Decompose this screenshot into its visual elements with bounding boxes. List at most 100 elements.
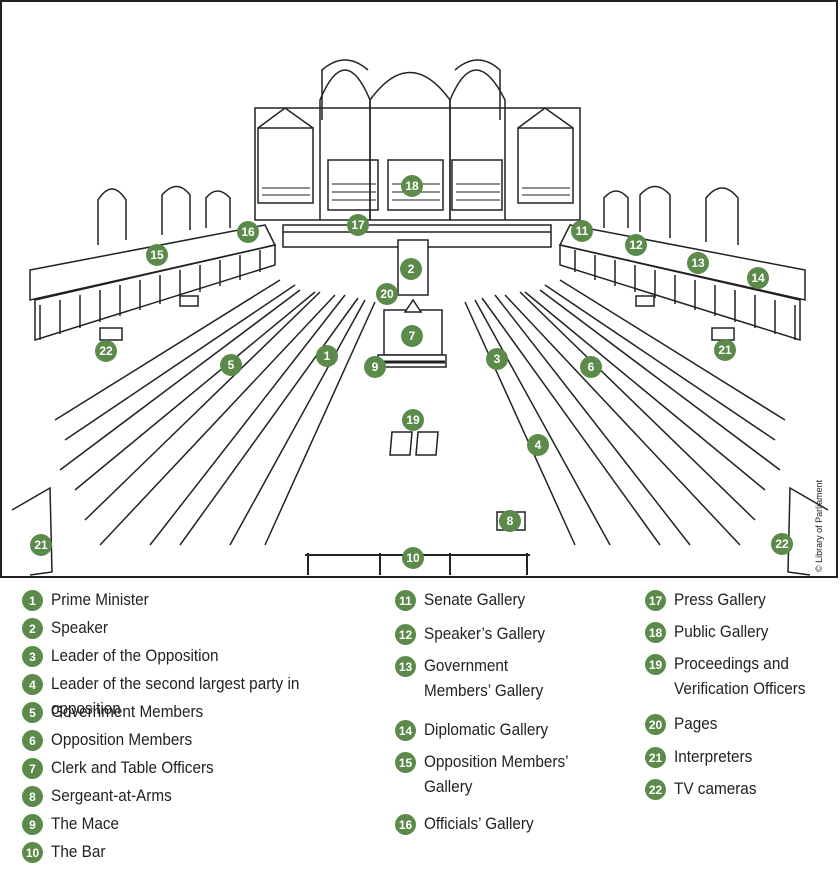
legend-number: 9 [22,814,43,835]
legend-number: 11 [395,590,416,611]
legend-label: Opposition Members’ Gallery [424,752,569,796]
legend-number: 20 [645,714,666,735]
marker-label-17: 17 [351,218,365,232]
marker-label-16: 16 [241,225,255,239]
marker-circle-16 [237,221,259,243]
legend-item: 3 Leader of the Opposition [22,646,237,668]
marker-circle-7 [401,325,423,347]
marker-label-21: 21 [718,343,732,357]
marker-label-22: 22 [775,537,789,551]
marker-label-9: 9 [372,360,379,374]
legend-number: 22 [645,779,666,800]
legend-number: 16 [395,814,416,835]
marker-label-14: 14 [751,271,765,285]
marker-circle-9 [364,356,386,378]
credit-text: © Library of Parliament [814,479,824,572]
legend-label: Clerk and Table Officers [51,758,214,777]
legend-item: 16 Officials’ Gallery [395,814,546,836]
legend-item: 4 Leader of the second largest party in o… [22,674,382,721]
legend-label: Leader of the second largest party in op… [51,674,300,718]
legend-item: 19 Proceedings and Verification Officers [645,654,820,701]
speakers-chair-and-table [368,239,447,368]
marker-label-18: 18 [405,179,419,193]
legend-item: 17 Press Gallery [645,590,776,612]
marker-circle-21 [714,339,736,361]
marker-label-12: 12 [629,238,643,252]
marker-circle-11 [571,220,593,242]
marker-label-15: 15 [150,248,164,262]
legend-label: Government Members’ Gallery [424,656,544,700]
marker-circle-22 [95,340,117,362]
left-side-gallery [29,224,277,342]
marker-label-22: 22 [99,344,113,358]
left-desk-rows [54,279,376,546]
marker-circle-15 [146,244,168,266]
marker-circle-5 [220,354,242,376]
legend-number: 1 [22,590,43,611]
legend-label: Speaker [51,618,108,637]
legend-label: The Bar [51,842,106,861]
marker-label-2: 2 [408,262,415,276]
legend-label: TV cameras [674,779,757,798]
legend-number: 7 [22,758,43,779]
side-arches [97,185,739,245]
legend-number: 19 [645,654,666,675]
legend-item: 14 Diplomatic Gallery [395,720,562,742]
marker-circle-22 [771,533,793,555]
interpreter-booths [11,486,829,576]
marker-label-8: 8 [507,514,514,528]
legend-label: Officials’ Gallery [424,814,534,833]
legend-label: Press Gallery [674,590,766,609]
marker-label-13: 13 [691,256,705,270]
legend-item: 10 The Bar [22,842,111,864]
legend: 1 Prime Minister 2 Speaker 3 Leader of the Op… [0,590,840,877]
legend-number: 8 [22,786,43,807]
marker-label-19: 19 [406,413,420,427]
marker-circle-20 [376,283,398,305]
marker-circle-19 [402,409,424,431]
marker-circle-4 [527,434,549,456]
marker-circle-1 [316,345,338,367]
legend-number: 4 [22,674,43,695]
marker-circle-3 [486,348,508,370]
marker-label-20: 20 [380,287,394,301]
legend-label: Public Gallery [674,622,769,641]
marker-label-10: 10 [406,551,420,565]
legend-number: 2 [22,618,43,639]
legend-number: 14 [395,720,416,741]
marker-circle-21 [30,534,52,556]
legend-number: 17 [645,590,666,611]
legend-label: Prime Minister [51,590,149,609]
legend-number: 13 [395,656,416,677]
legend-label: The Mace [51,814,120,833]
marker-circle-8 [499,510,521,532]
legend-label: Sergeant-at-Arms [51,786,172,805]
marker-label-4: 4 [535,438,542,452]
legend-label: Opposition Members [51,730,193,749]
legend-label: Leader of the Opposition [51,646,219,665]
legend-item: 9 The Mace [22,814,127,836]
marker-circle-6 [580,356,602,378]
legend-number: 10 [22,842,43,863]
legend-number: 3 [22,646,43,667]
legend-number: 21 [645,747,666,768]
right-desk-rows [464,279,786,546]
marker-label-1: 1 [324,349,331,363]
marker-circle-18 [401,175,423,197]
legend-number: 15 [395,752,416,773]
legend-item: 13 Government Members’ Gallery [395,656,557,703]
legend-label: Proceedings and Verification Officers [674,654,806,698]
legend-label: Diplomatic Gallery [424,720,549,739]
marker-label-21: 21 [34,538,48,552]
legend-label: Speaker’s Gallery [424,624,546,643]
marker-label-3: 3 [494,352,501,366]
